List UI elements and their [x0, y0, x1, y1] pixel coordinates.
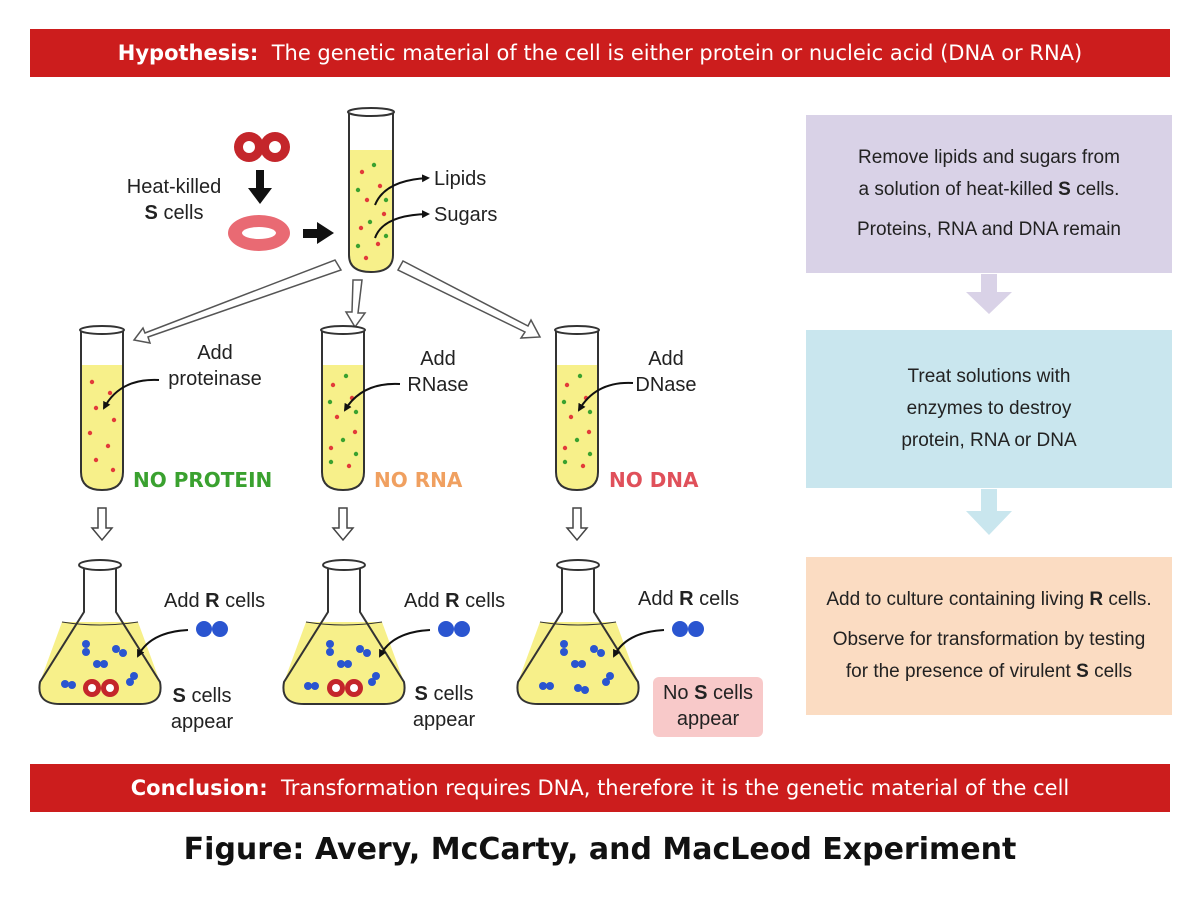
hypothesis-banner: Hypothesis: The genetic material of the …: [30, 29, 1170, 77]
small-down-arrows: [90, 507, 589, 542]
figure-caption: Figure: Avery, McCarty, and MacLeod Expe…: [183, 832, 1017, 867]
hypothesis-text: The genetic material of the cell is eith…: [271, 41, 1083, 65]
tube-dnase: [554, 325, 634, 492]
conclusion-banner: Conclusion: Transformation requires DNA,…: [30, 764, 1170, 812]
lipids-label: Lipids: [434, 168, 487, 190]
flask-1-add-label: Add R cells: [164, 590, 266, 612]
flask-2: [282, 559, 470, 705]
step-arrow-1-icon: [966, 274, 1012, 314]
branch-arrows: [132, 259, 542, 344]
heat-killed-label: Heat-killed S cells: [126, 176, 222, 224]
flask-1: [38, 559, 228, 705]
step-box-treat-enzymes: Treat solutions with enzymes to destroy …: [806, 330, 1172, 488]
tube-proteinase: [79, 325, 160, 492]
no-protein-label: NO PROTEIN: [133, 468, 273, 492]
no-dna-label: NO DNA: [609, 468, 699, 492]
flask-3: [516, 559, 704, 705]
tube-2-add-label: Add RNase: [407, 348, 469, 396]
tube-1-add-label: Add proteinase: [168, 342, 262, 390]
conclusion-text: Transformation requires DNA, therefore i…: [280, 776, 1070, 800]
top-test-tube: [347, 107, 430, 274]
no-rna-label: NO RNA: [374, 468, 463, 492]
step-box-add-culture: Add to culture containing living R cells…: [806, 557, 1172, 715]
flask-2-add-label: Add R cells: [404, 590, 506, 612]
down-arrow-icon: [248, 170, 272, 204]
heat-killed-cell-icon: [228, 215, 290, 251]
hypothesis-label: Hypothesis:: [117, 41, 259, 65]
flask-3-add-label: Add R cells: [638, 588, 740, 610]
right-arrow-icon: [303, 222, 334, 244]
tube-rnase: [320, 325, 401, 492]
flask-3-result-label: No S cells appear: [662, 682, 754, 730]
flask-2-result-label: S cells appear: [412, 683, 476, 731]
step-box-remove-lipids: Remove lipids and sugars from a solution…: [806, 115, 1172, 273]
step-arrow-2-icon: [966, 489, 1012, 535]
conclusion-label: Conclusion:: [130, 776, 268, 800]
sugars-label: Sugars: [434, 204, 498, 226]
tube-3-add-label: Add DNase: [635, 348, 697, 396]
no-s-cells-badge: [653, 677, 763, 737]
s-cell-pair-icon: [234, 132, 290, 162]
flask-1-result-label: S cells appear: [170, 685, 234, 733]
